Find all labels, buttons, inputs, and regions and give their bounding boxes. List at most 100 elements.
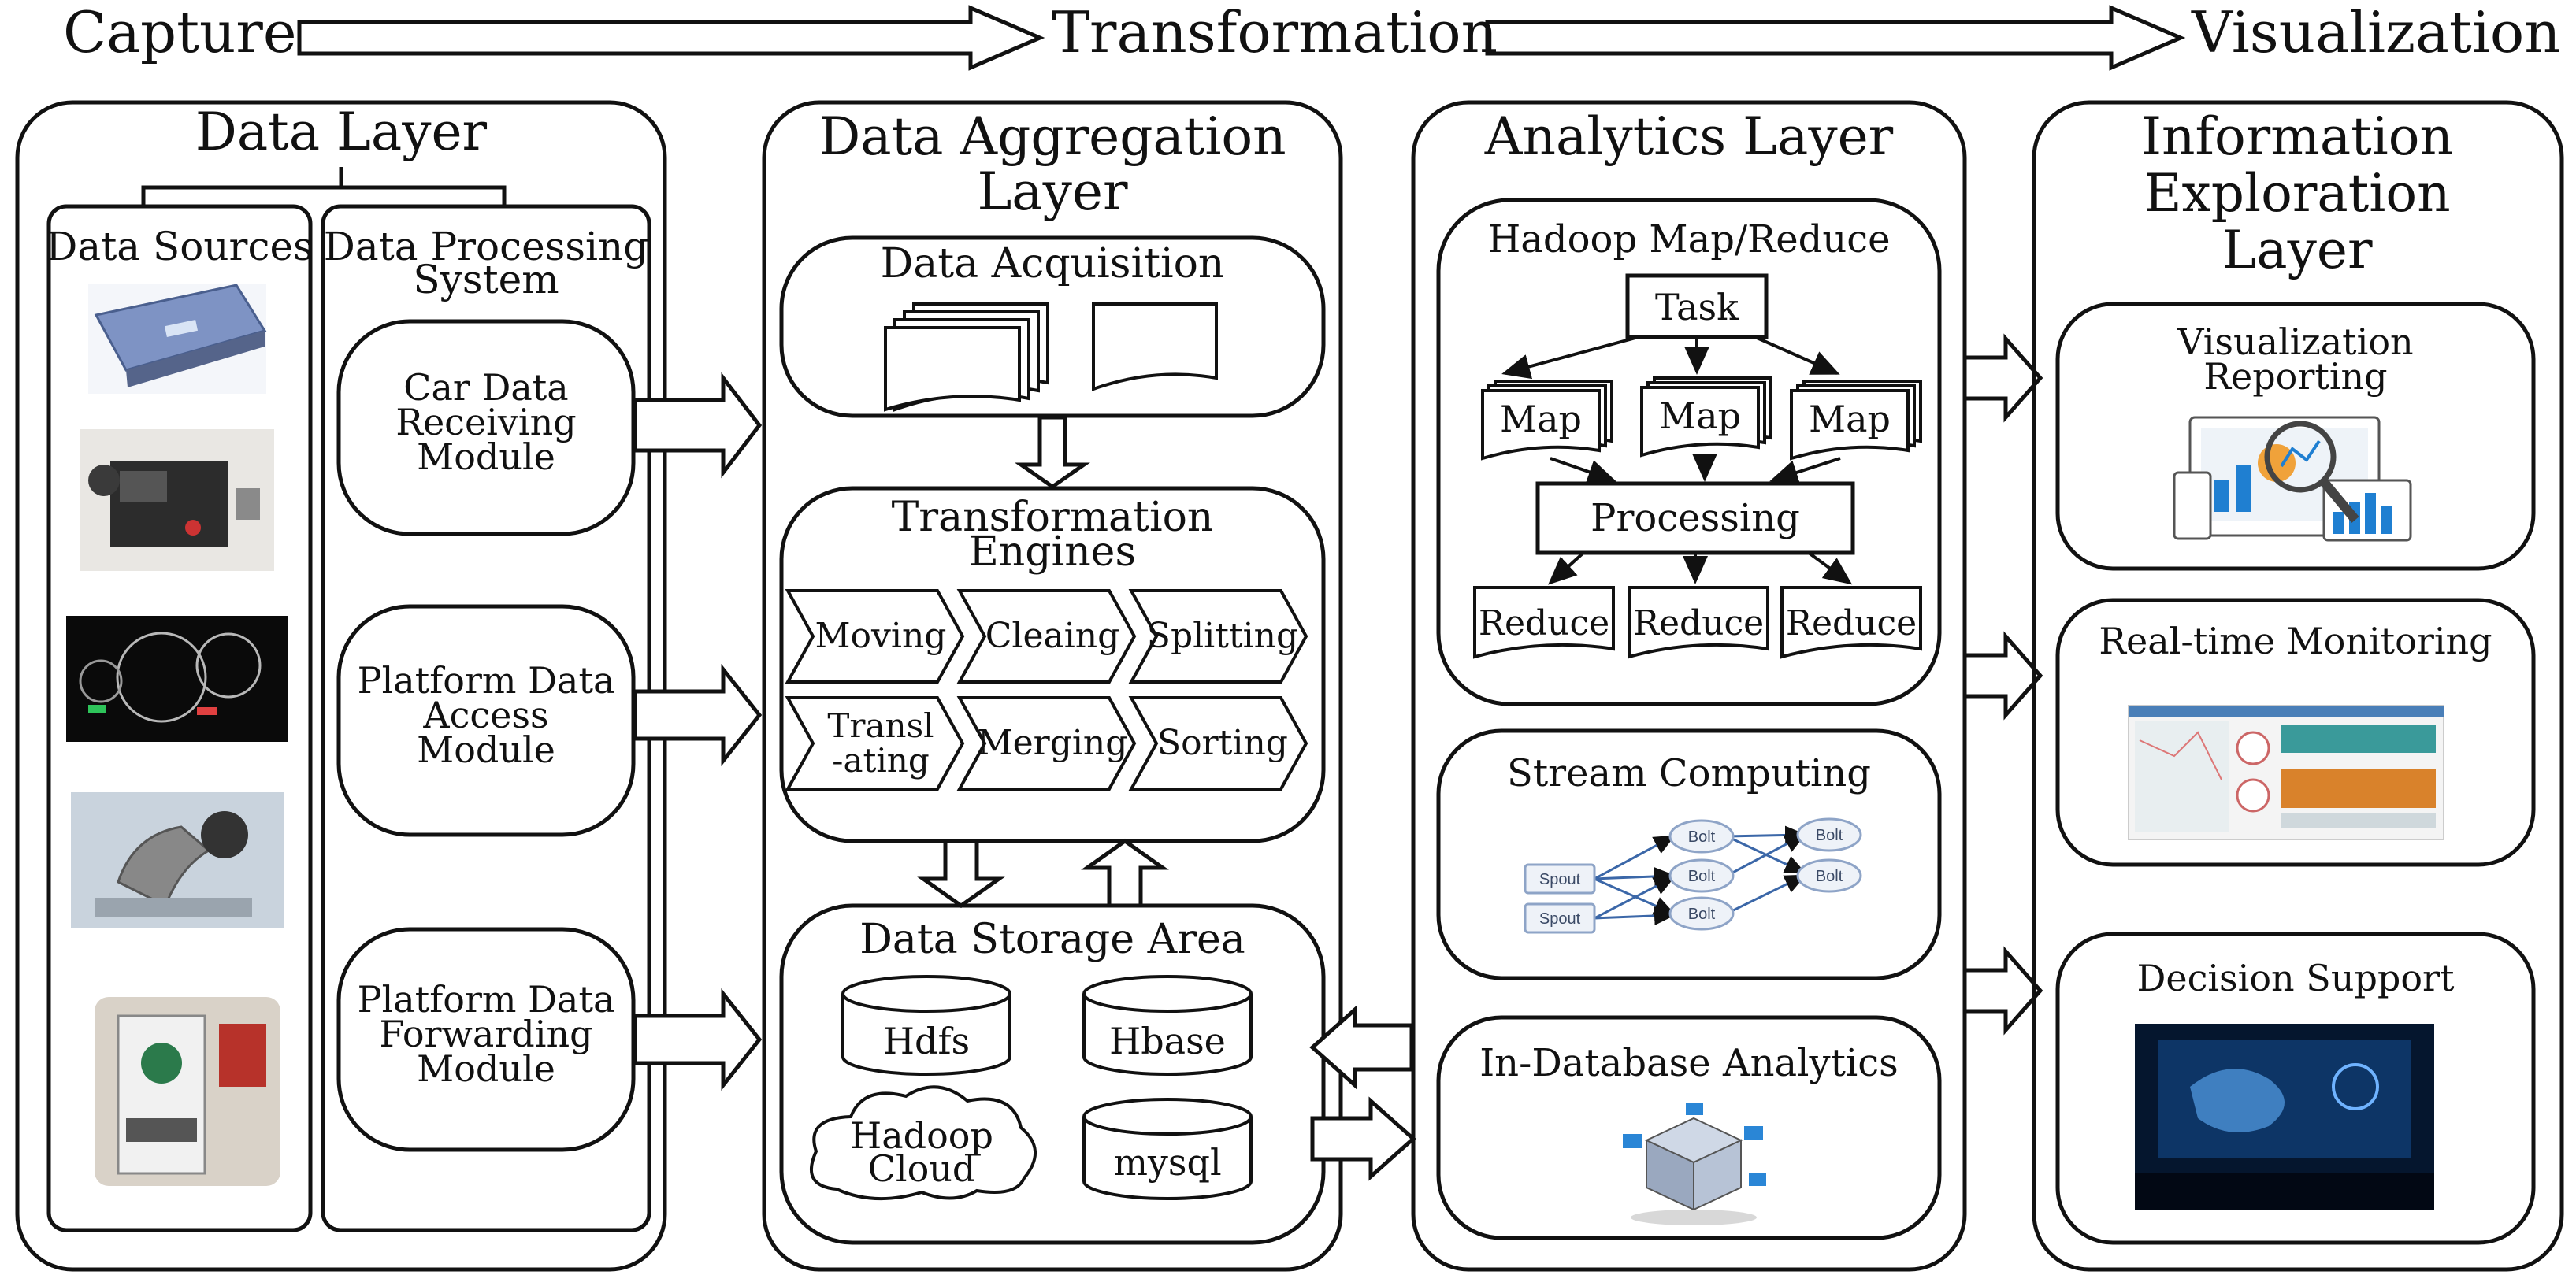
task-label: Task — [1655, 286, 1739, 328]
engines-title-1: Transformation — [892, 494, 1214, 541]
reduce-node-1 — [1473, 586, 1615, 659]
engine-step-moving-label: Moving — [815, 616, 947, 656]
bolt-label-2: Bolt — [1688, 868, 1716, 885]
exploration-layer-frame — [2032, 100, 2564, 1272]
engine-step-sorting — [1128, 696, 1308, 791]
engine-step-moving — [785, 589, 965, 684]
car-terminal-device-photo — [88, 284, 267, 394]
engine-step-cleaning-label: Cleaing — [985, 616, 1120, 656]
module-1-line-1: Car Data — [403, 366, 568, 409]
hdfs-label: Hdfs — [883, 1020, 970, 1062]
engine-step-translating-label-1: Transl — [827, 706, 934, 745]
map-node-2 — [1640, 376, 1772, 458]
flow-arrow-1 — [297, 5, 1045, 71]
hbase-cylinder-icon — [1082, 975, 1253, 1076]
reduce-label-3: Reduce — [1786, 603, 1917, 643]
monitoring-dashboard-icon — [2128, 705, 2444, 840]
reduce-label-1: Reduce — [1479, 603, 1609, 643]
hbase-label: Hbase — [1109, 1020, 1226, 1062]
map-label-1: Map — [1500, 398, 1582, 440]
aggregation-title-1: Data Aggregation — [818, 106, 1286, 167]
hadoop-mapreduce-panel — [1436, 198, 1942, 706]
block-arrow-engines-storage-down — [917, 839, 1005, 909]
engines-title-2: Engines — [969, 528, 1136, 576]
visualization-reporting-label-1: Visualization — [2177, 321, 2413, 363]
engine-step-merging-label: Merging — [978, 723, 1128, 763]
edge-map1-processing — [1550, 457, 1616, 484]
real-time-monitoring-label: Real-time Monitoring — [2099, 620, 2492, 662]
data-sources-title: Data Sources — [46, 224, 313, 269]
decision-support-label: Decision Support — [2136, 957, 2455, 999]
decision-room-photo — [2135, 1024, 2434, 1210]
visualization-reporting-label-2: Reporting — [2203, 355, 2387, 398]
stream-computing-panel — [1436, 728, 1942, 980]
reduce-node-3 — [1780, 586, 1922, 659]
in-database-analytics-panel — [1436, 1015, 1942, 1240]
data-storage-title: Data Storage Area — [859, 916, 1245, 963]
edge-map3-processing — [1769, 457, 1841, 485]
bolt-node-2 — [1668, 858, 1735, 893]
flow-arrow-2 — [1485, 5, 2186, 71]
hadoop-cloud-label-2: Cloud — [868, 1147, 976, 1190]
real-time-monitoring-panel — [2055, 598, 2536, 867]
gear-shifter-photo — [71, 792, 284, 928]
bolt-node-3 — [1668, 896, 1735, 931]
aggregation-layer-frame — [762, 100, 1343, 1272]
hadoop-cloud-icon — [809, 1085, 1037, 1201]
bolt-label-1: Bolt — [1688, 828, 1716, 846]
bolt-node-5 — [1796, 858, 1862, 893]
module-2-line-1: Platform Data — [358, 659, 615, 702]
data-layer-bracket — [141, 167, 507, 206]
block-arrow-module1 — [633, 372, 763, 479]
engine-step-cleaning — [956, 589, 1137, 684]
spout-label-1: Spout — [1539, 871, 1581, 888]
engine-step-translating-label-2: -ating — [832, 741, 929, 780]
engine-step-merging — [956, 696, 1137, 791]
engine-step-translating — [785, 696, 965, 791]
motor-controller-photo — [80, 429, 274, 571]
data-cube-icon — [1623, 1103, 1766, 1225]
block-arrow-acq-engines — [1015, 415, 1090, 490]
block-arrow-module2 — [633, 663, 763, 767]
map-node-1 — [1481, 380, 1613, 461]
reduce-node-2 — [1628, 586, 1769, 659]
exploration-layer: Information Exploration Layer Visualizat… — [2032, 100, 2564, 1272]
data-acquisition-title: Data Acquisition — [881, 240, 1225, 287]
transformation-engines-panel — [779, 486, 1326, 843]
engine-step-sorting-label: Sorting — [1157, 723, 1288, 763]
map-label-2: Map — [1659, 395, 1741, 437]
module-3-line-1: Platform Data — [358, 978, 615, 1021]
charging-station-photo — [95, 997, 280, 1186]
block-arrow-to-visualization — [1962, 333, 2043, 423]
spout-node-2 — [1524, 902, 1596, 934]
data-processing-title-1: Data Processing — [324, 224, 648, 269]
map-label-3: Map — [1809, 398, 1891, 440]
mysql-label: mysql — [1113, 1141, 1221, 1184]
exploration-title-2: Exploration — [2144, 163, 2450, 224]
bolt-label-5: Bolt — [1816, 868, 1843, 885]
bolt-label-4: Bolt — [1816, 827, 1843, 844]
dashboard-photo — [66, 616, 288, 742]
document-stack-icon — [884, 302, 1049, 412]
edge-processing-reduce1 — [1548, 551, 1585, 585]
data-layer-frame — [15, 100, 667, 1272]
bolt-label-3: Bolt — [1688, 906, 1716, 923]
stage-capture: Capture — [63, 0, 296, 65]
stream-topology — [1594, 825, 1806, 925]
stage-visualization: Visualization — [2191, 0, 2561, 65]
module-2-line-2: Access — [422, 694, 548, 736]
engine-step-splitting — [1128, 589, 1308, 684]
processing-label: Processing — [1591, 496, 1800, 540]
in-database-analytics-title: In-Database Analytics — [1479, 1041, 1899, 1085]
engine-step-splitting-label: Splitting — [1147, 616, 1298, 656]
module-2-line-3: Module — [417, 728, 555, 771]
hadoop-cloud-label-1: Hadoop — [850, 1114, 993, 1157]
stage-transformation: Transformation — [1052, 0, 1498, 65]
decision-support-panel — [2055, 932, 2536, 1245]
module-1-line-2: Receiving — [395, 401, 576, 443]
module-1-line-3: Module — [417, 435, 555, 478]
data-processing-title-2: System — [413, 257, 559, 302]
hdfs-cylinder-icon — [841, 975, 1011, 1076]
module-3-line-2: Forwarding — [379, 1013, 592, 1055]
reduce-label-2: Reduce — [1633, 603, 1764, 643]
